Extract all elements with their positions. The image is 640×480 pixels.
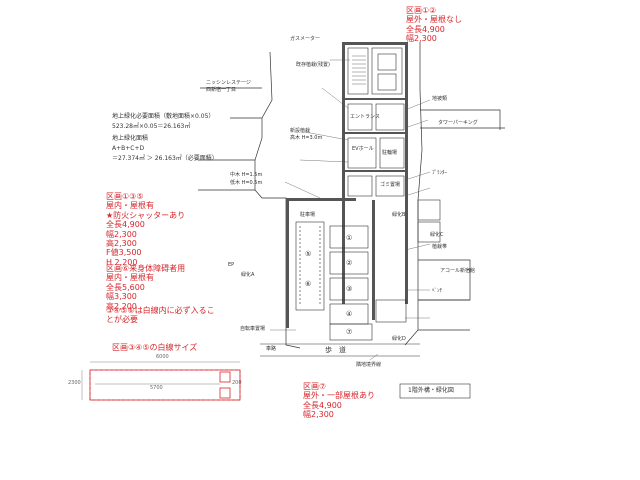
label-bike: 駐輪場 [382,150,398,156]
stall-3: ③ [346,285,353,293]
label-green-c: 緑化C [430,232,444,238]
plan-legend-title: 1階外構・緑化図 [408,387,454,394]
dim-inner: 5700 [150,385,163,391]
plan-note-1: 既存植栽(残置) [296,62,330,68]
plan-note-10: 自転車置場 [240,326,266,332]
zone-label-left-1: 区画①③⑤ 屋内・屋根有 ★防火シャッターあり 全長4,900 幅2,300 高… [106,192,186,267]
label-acorn: アコール新宿館 [440,268,476,274]
zone-label-top-right: 区画①② 屋外・屋根なし 全長4,900 幅2,300 [406,6,462,44]
plan-note-8: 植栽帯 [432,244,448,250]
plan-note-5: 低木 H=0.5m [230,180,263,186]
label-ep: EP [228,262,235,268]
dim-small: 200 [232,380,242,386]
stall-4: ④ [346,310,353,318]
plan-note-11: 車路 [266,346,277,352]
zone-label-note: ③④⑤⑥は白線内に必ず入るこ とが必要 [106,306,215,325]
stall-7: ⑦ [346,328,353,336]
label-green-d: 緑化D [392,336,406,342]
zone-label-bottom-right: 区画⑦ 屋外・一部屋根あり 全長4,900 幅2,300 [303,382,375,420]
label-gas: ガスメーター [290,36,321,42]
label-entrance: エントランス [350,114,380,120]
dim-height: 2300 [68,380,81,386]
label-nissin: ニッシンレステージ [206,80,251,86]
stall-1: ① [346,234,353,242]
zone-label-left-2: 区画⑥来身体障碍者用 屋内・屋根有 全長5,600 幅3,300 高2,200 [106,264,186,311]
plan-note-7: ﾌﾟﾗﾝﾀｰ [432,170,448,176]
label-trash: ゴミ置場 [380,182,401,188]
plan-note-2: 新設植栽 [290,128,311,134]
plan-note-3: 高木 H=3.0m [290,135,323,141]
label-parking: 駐車場 [300,212,316,218]
label-hall: EVホール [352,146,374,152]
label-nissin-sub: 西新宿一丁目 [206,87,237,93]
stall-5: ⑤ [305,250,312,258]
stall-6: ⑥ [305,280,312,288]
label-tower-parking: タワーパーキング [438,120,478,126]
plan-note-4: 中木 H=1.5m [230,172,263,178]
plan-note-12: 隣地境界線 [356,362,382,368]
white-line-title: 区画③④⑤の白線サイズ [112,343,198,352]
stall-2: ② [346,259,353,267]
dim-width: 6000 [156,354,169,360]
plan-note-6: 地被類 [432,96,448,102]
label-green-a: 緑化A [241,272,255,278]
label-green-b: 緑化B [392,212,406,218]
plan-note-9: ﾍﾞﾝﾁ [432,288,443,294]
green-area-calculation: 地上緑化必要面積（敷地面積×0.05） 523.28㎡×0.05＝26.163㎡… [112,113,218,162]
label-street: 歩 道 [325,346,346,354]
